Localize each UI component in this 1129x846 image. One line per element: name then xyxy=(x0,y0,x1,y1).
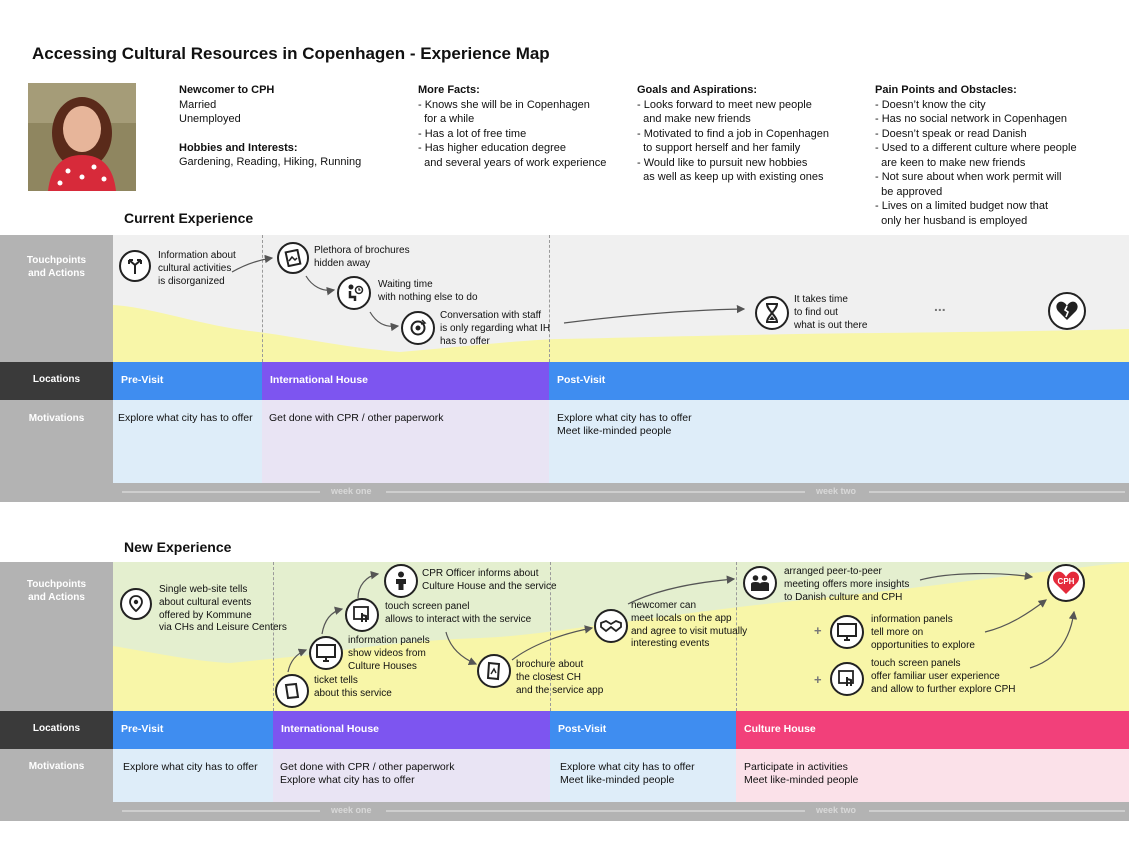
cph-label: CPH xyxy=(1057,577,1075,586)
brochures-icon xyxy=(277,242,309,274)
current-location-pre-visit: Pre-Visit xyxy=(113,362,262,400)
persona-goals: Goals and Aspirations: - Looks forward t… xyxy=(637,84,830,183)
new-motivation-post-visit: Explore what city has to offer Meet like… xyxy=(550,749,736,802)
current-motivation-international-house: Get done with CPR / other paperwork xyxy=(262,400,549,483)
new-motivation-pre-visit: Explore what city has to offer xyxy=(113,749,273,802)
new-location-pre-visit: Pre-Visit xyxy=(113,711,273,749)
officer-person-icon xyxy=(384,564,418,598)
note-info-panels-videos: information panels show videos from Cult… xyxy=(348,635,430,672)
touch-screen-icon xyxy=(345,598,379,632)
plus-icon: + xyxy=(814,623,822,638)
current-emotion-curve xyxy=(113,305,1129,362)
note-waiting: Waiting time with nothing else to do xyxy=(378,279,478,303)
new-motivations-row: Motivations Explore what city has to off… xyxy=(0,749,1129,802)
new-motivations-label: Motivations xyxy=(28,761,85,772)
new-location-post-visit: Post-Visit xyxy=(550,711,736,749)
more-steps-ellipsis: ... xyxy=(934,298,946,314)
note-single-website: Single web-site tells about cultural eve… xyxy=(159,584,287,634)
current-touchpoints-band: Touchpoints and Actions xyxy=(0,235,1129,362)
note-brochure-ch: brochure about the closest CH and the se… xyxy=(516,659,604,696)
persona-photo xyxy=(28,83,136,191)
new-location-culture-house: Culture House xyxy=(736,711,1129,749)
current-experience-heading: Current Experience xyxy=(124,210,254,226)
info-panel-monitor-icon xyxy=(309,636,343,670)
current-week-one: week one xyxy=(331,486,372,496)
new-week-two: week two xyxy=(816,805,857,815)
current-location-international-house: International House xyxy=(262,362,549,400)
ch-touch-screen-icon xyxy=(830,662,864,696)
note-meet-locals-app: newcomer can meet locals on the app and … xyxy=(631,600,748,650)
page-title: Accessing Cultural Resources in Copenhag… xyxy=(32,44,550,63)
current-motivation-post-visit: Explore what city has to offer Meet like… xyxy=(549,400,1129,483)
waiting-person-icon xyxy=(337,276,371,310)
current-locations-label: Locations xyxy=(32,374,81,385)
current-touchpoints-label: Touchpoints and Actions xyxy=(26,255,87,279)
note-touch-screen: touch screen panel allows to interact wi… xyxy=(385,601,532,625)
current-locations-row: Locations Pre-Visit International House … xyxy=(0,362,1129,400)
note-takes-time: It takes time to find out what is out th… xyxy=(794,294,868,331)
new-week-bar: week one week two xyxy=(0,802,1129,821)
brochure-icon xyxy=(477,654,511,688)
plus-icon: + xyxy=(814,672,822,687)
new-touchpoints-label: Touchpoints and Actions xyxy=(26,579,87,603)
current-week-two: week two xyxy=(816,486,857,496)
new-week-one: week one xyxy=(331,805,372,815)
ch-info-panel-monitor-icon xyxy=(830,615,864,649)
new-locations-label: Locations xyxy=(32,723,81,734)
peer-meeting-icon xyxy=(743,566,777,600)
new-motivation-international-house: Get done with CPR / other paperwork Expl… xyxy=(273,749,550,802)
ticket-icon xyxy=(275,674,309,708)
broken-heart-icon xyxy=(1048,292,1086,330)
conversation-cycle-icon xyxy=(401,311,435,345)
note-ch-info-panels: information panels tell more on opportun… xyxy=(871,614,975,651)
disorganized-directions-icon xyxy=(119,250,151,282)
note-conversation: Conversation with staff is only regardin… xyxy=(440,310,551,347)
website-location-icon xyxy=(120,588,152,620)
current-week-bar: week one week two xyxy=(0,483,1129,502)
note-cpr-officer: CPR Officer informs about Culture House … xyxy=(422,568,557,592)
cph-heart-icon: CPH xyxy=(1047,564,1085,602)
current-motivation-pre-visit: Explore what city has to offer xyxy=(113,400,262,483)
persona-facts: More Facts: - Knows she will be in Copen… xyxy=(418,84,607,169)
persona-pain-points: Pain Points and Obstacles: - Doesn’t kno… xyxy=(875,84,1077,227)
note-info-disorganized: Information about cultural activities is… xyxy=(158,250,236,287)
note-ch-touch-screens: touch screen panels offer familiar user … xyxy=(871,658,1016,695)
current-location-post-visit: Post-Visit xyxy=(549,362,1129,400)
new-locations-row: Locations Pre-Visit International House … xyxy=(0,711,1129,749)
new-motivation-culture-house: Participate in activities Meet like-mind… xyxy=(736,749,1129,802)
note-peer-to-peer: arranged peer-to-peer meeting offers mor… xyxy=(784,566,910,603)
new-experience-heading: New Experience xyxy=(124,539,232,555)
note-ticket: ticket tells about this service xyxy=(314,675,392,699)
note-brochures: Plethora of brochures hidden away xyxy=(314,245,410,269)
new-location-international-house: International House xyxy=(273,711,550,749)
persona-profile: Newcomer to CPH Married Unemployed Hobbi… xyxy=(179,84,362,168)
current-motivations-row: Motivations Explore what city has to off… xyxy=(0,400,1129,483)
current-motivations-label: Motivations xyxy=(28,413,85,424)
handshake-icon xyxy=(594,609,628,643)
hourglass-icon xyxy=(755,296,789,330)
